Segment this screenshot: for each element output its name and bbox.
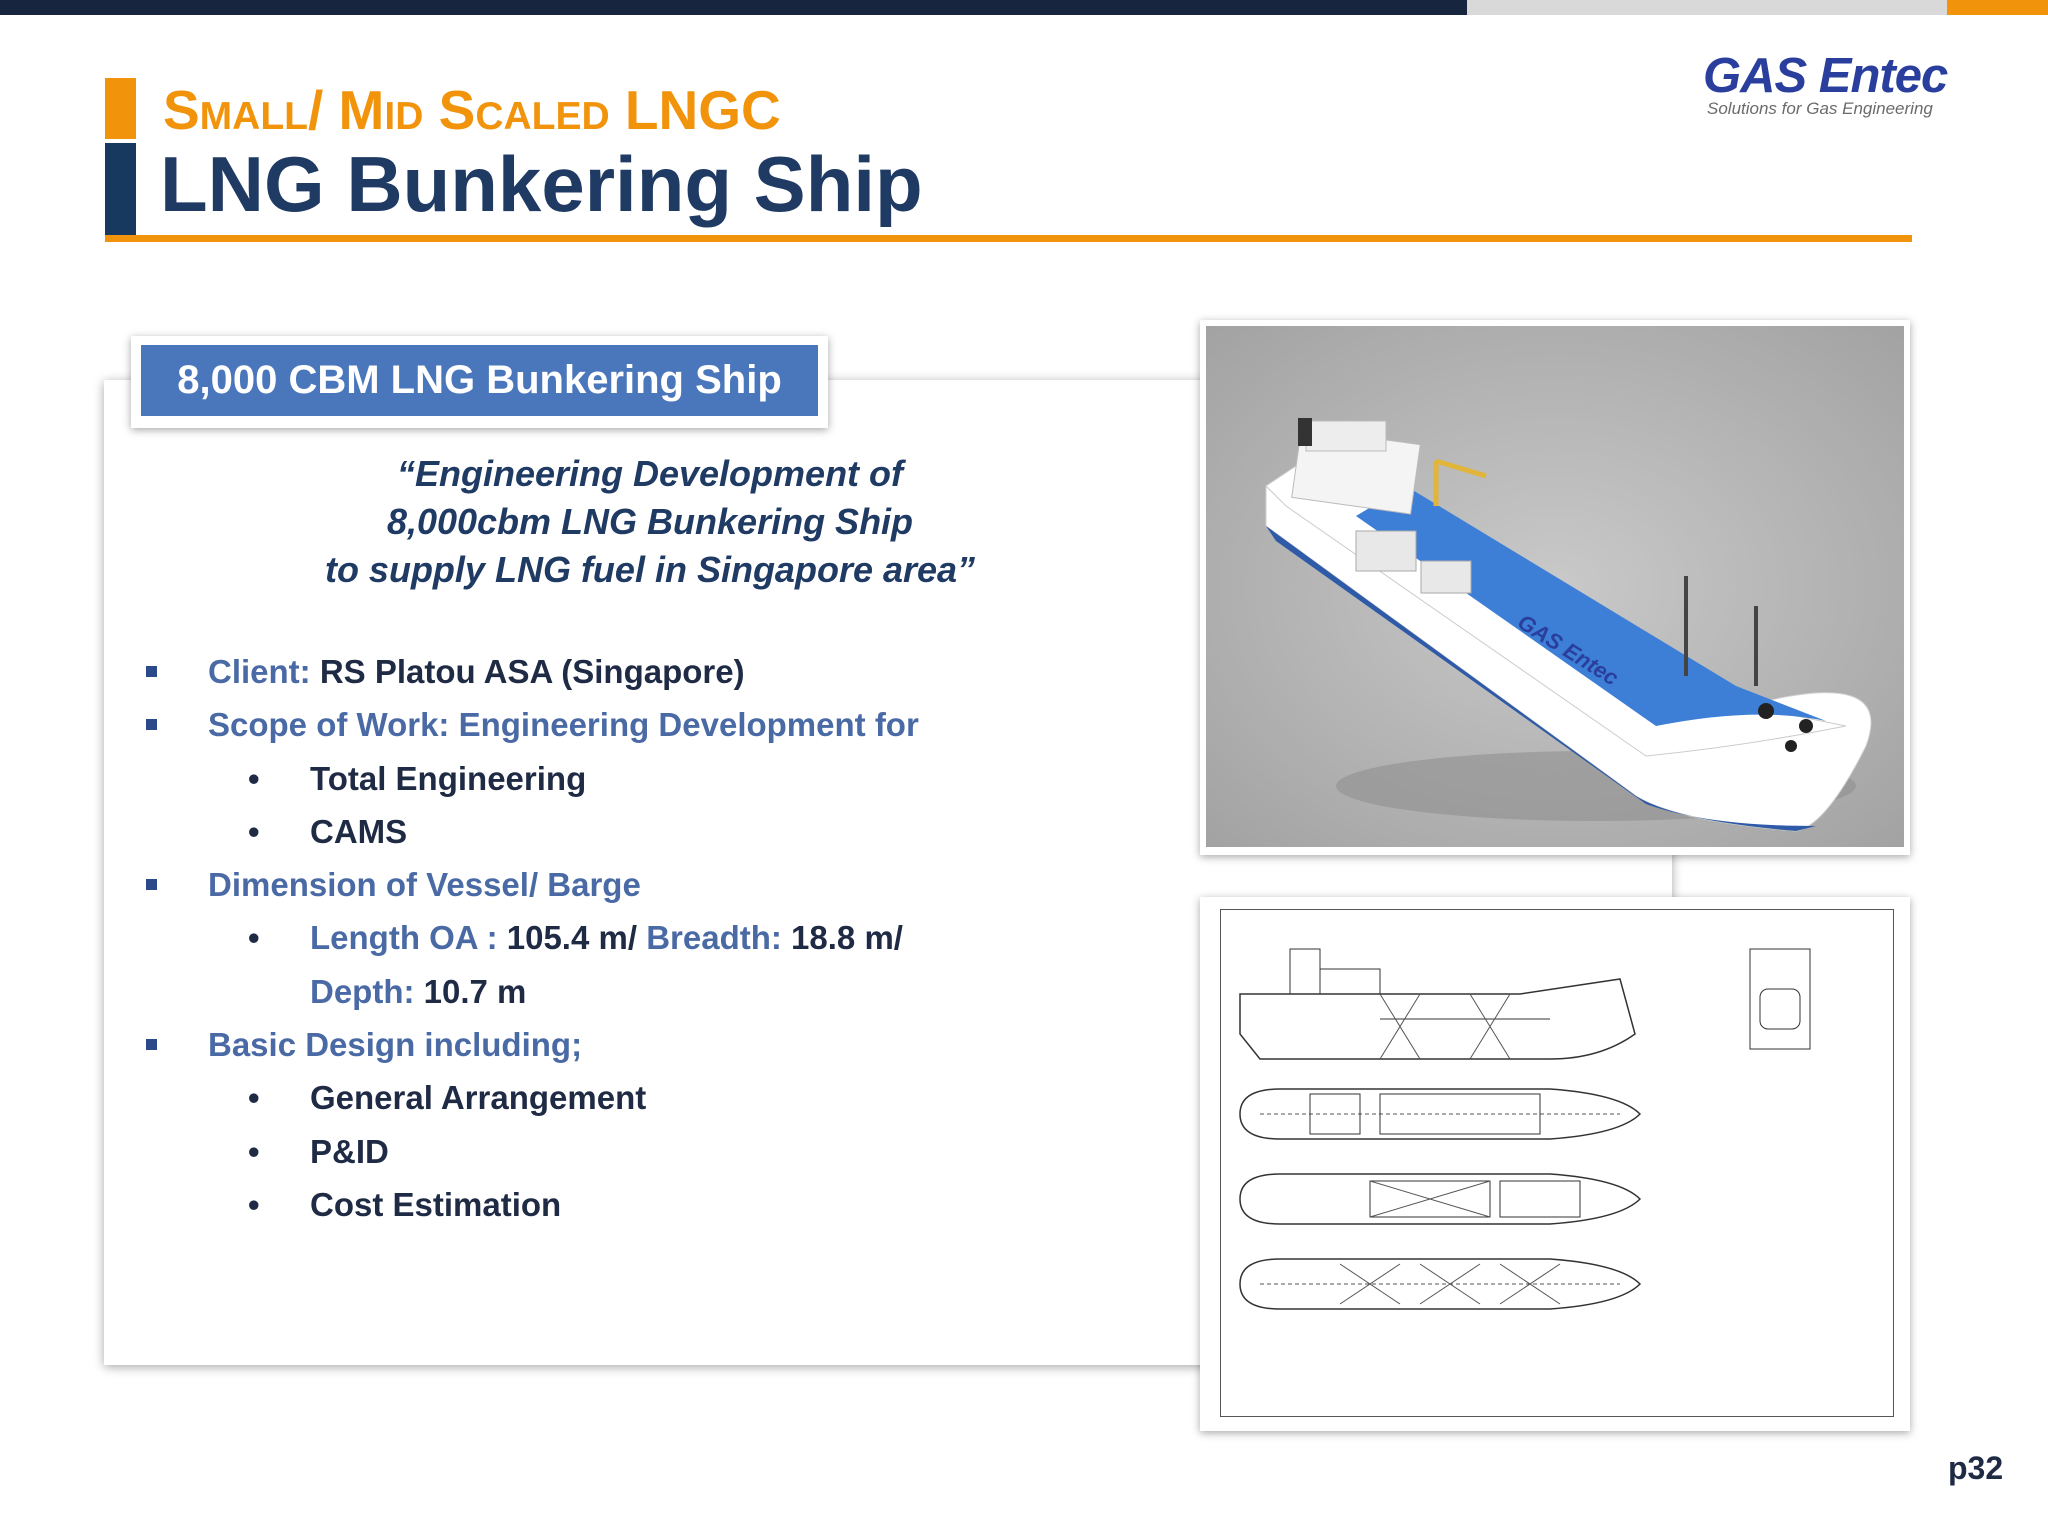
title-underline	[105, 235, 1912, 242]
client-item: Client: RS Platou ASA (Singapore)	[140, 645, 1140, 698]
logo-wordmark: GAS Entec	[1703, 49, 1948, 103]
title-accent-bar	[105, 143, 136, 238]
slide-title: LNG Bunkering Ship	[160, 140, 923, 228]
square-bullet-icon	[146, 1018, 158, 1071]
subtitle-accent-bar	[105, 78, 136, 139]
scope-subitem: • Total Engineering	[140, 752, 1140, 805]
dot-bullet-icon: •	[248, 919, 260, 957]
ship-render-image: GAS Entec	[1206, 326, 1904, 847]
top-bar-light	[1467, 0, 1947, 15]
quote-line: to supply LNG fuel in Singapore area”	[324, 549, 976, 590]
basic-design-subitem-label: Cost Estimation	[310, 1185, 562, 1223]
square-bullet-icon	[146, 858, 158, 911]
scope-subitem-label: CAMS	[310, 812, 408, 850]
dimension-subitem-continued: Depth: 10.7 m	[140, 965, 1140, 1018]
ship-render-frame: GAS Entec	[1200, 320, 1910, 855]
general-arrangement-drawing-frame	[1200, 897, 1910, 1431]
length-label: Length OA :	[310, 919, 498, 957]
dot-bullet-icon: •	[248, 812, 260, 850]
basic-design-subitem: • General Arrangement	[140, 1071, 1140, 1124]
basic-design-subitem: • P&ID	[140, 1125, 1140, 1178]
scope-subitem: • CAMS	[140, 805, 1140, 858]
scope-label: Scope of Work: Engineering Development f…	[208, 706, 919, 744]
dot-bullet-icon: •	[248, 1079, 260, 1117]
square-bullet-icon	[146, 698, 158, 751]
project-quote: “Engineering Development of 8,000cbm LNG…	[160, 450, 1140, 594]
client-label: Client:	[208, 653, 311, 690]
scope-item: Scope of Work: Engineering Development f…	[140, 698, 1140, 751]
general-arrangement-drawing	[1220, 909, 1894, 1417]
gas-entec-logo: GAS Entec Solutions for Gas Engineering	[1695, 48, 1985, 123]
top-bar-dark	[0, 0, 1467, 15]
depth-label: Depth:	[310, 972, 415, 1010]
basic-design-label: Basic Design including;	[208, 1026, 583, 1064]
depth-value: 10.7 m	[423, 972, 527, 1010]
length-value: 105.4 m/	[506, 919, 638, 957]
project-card-heading: 8,000 CBM LNG Bunkering Ship	[131, 336, 828, 428]
slide-subtitle: Small/ Mid Scaled LNGC	[163, 79, 781, 141]
dimension-label: Dimension of Vessel/ Barge	[208, 866, 641, 904]
dot-bullet-icon: •	[248, 1132, 260, 1170]
basic-design-subitem-label: P&ID	[310, 1132, 389, 1170]
page-number: p32	[1948, 1450, 2004, 1486]
quote-line: “Engineering Development of	[396, 453, 904, 494]
project-details-list: Client: RS Platou ASA (Singapore) Scope …	[140, 645, 1140, 1231]
breadth-label: Breadth:	[646, 919, 782, 957]
quote-line: 8,000cbm LNG Bunkering Ship	[386, 501, 914, 542]
basic-design-subitem: • Cost Estimation	[140, 1178, 1140, 1231]
basic-design-subitem-label: General Arrangement	[310, 1079, 647, 1117]
project-heading-label: 8,000 CBM LNG Bunkering Ship	[141, 345, 818, 416]
client-value: RS Platou ASA (Singapore)	[319, 653, 745, 690]
logo-tagline: Solutions for Gas Engineering	[1707, 99, 1933, 118]
square-bullet-icon	[146, 645, 158, 698]
top-bar-orange	[1947, 0, 2048, 15]
dimension-subitem: • Length OA : 105.4 m/ Breadth: 18.8 m/	[140, 911, 1140, 964]
breadth-value: 18.8 m/	[791, 919, 903, 957]
dimension-item: Dimension of Vessel/ Barge	[140, 858, 1140, 911]
dot-bullet-icon: •	[248, 759, 260, 797]
scope-subitem-label: Total Engineering	[310, 759, 587, 797]
dot-bullet-icon: •	[248, 1185, 260, 1223]
basic-design-item: Basic Design including;	[140, 1018, 1140, 1071]
